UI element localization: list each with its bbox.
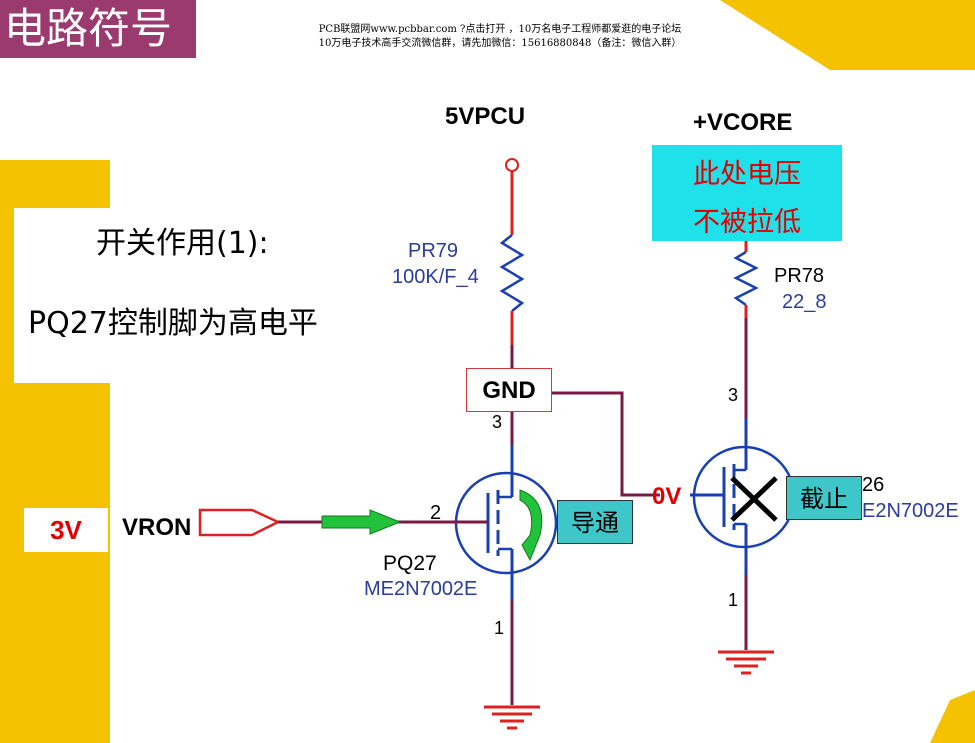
watermark-line-1: PCB联盟网www.pcbbar.com ?点击打开 ，10万名电子工程师都爱逛… (318, 24, 682, 35)
ground-symbol-left (484, 705, 540, 730)
watermark-line-2: 10万电子技术高手交流微信群，请先加微信：15616880848（备注：微信入群… (318, 38, 682, 49)
vron-net-connector (198, 508, 281, 537)
pin-3-label-left: 3 (492, 412, 503, 432)
state-tag-off: 截止 (786, 476, 862, 520)
vcore-note-line1: 此处电压 (693, 159, 801, 190)
mosfet-part-pq27: ME2N7002E (364, 578, 478, 600)
mosfet-part-right: E2N7002E (862, 500, 959, 522)
pin-2-label-left: 2 (430, 502, 442, 524)
input-net-label-vron: VRON (122, 514, 192, 541)
mosfet-ref-right: 26 (862, 474, 885, 496)
gnd-label-box: GND (466, 368, 552, 412)
page-title: 电路符号 (0, 0, 196, 58)
supply-label-5vpcu: 5VPCU (445, 103, 526, 130)
explanation-description: PQ27控制脚为高电平 (28, 306, 318, 341)
signal-arrow-green (321, 509, 402, 535)
cutoff-cross-icon (730, 476, 778, 522)
mosfet-ref-pq27: PQ27 (383, 552, 437, 575)
yellow-corner-bottom-right (930, 690, 975, 743)
input-voltage-label: 3V (24, 508, 108, 552)
explanation-heading: 开关作用(1): (96, 226, 269, 261)
vcore-note-box (652, 145, 842, 241)
pin-1-label-left: 1 (494, 618, 505, 638)
resistor-pr79 (499, 234, 525, 312)
supply-label-vcore: +VCORE (693, 109, 793, 136)
state-tag-on: 导通 (557, 500, 633, 544)
supply-terminal-5vpcu (505, 158, 519, 172)
gate-voltage-label: 0V (652, 483, 682, 510)
conduction-arrow (519, 489, 543, 562)
resistor-ref-pr79: PR79 (408, 240, 459, 262)
resistor-pr78 (733, 250, 759, 307)
pin-1-label-right: 1 (728, 590, 739, 610)
vcore-note-line2: 不被拉低 (693, 207, 801, 238)
yellow-band-top-right (720, 0, 975, 70)
resistor-value-pr79: 100K/F_4 (392, 266, 479, 288)
pin-3-label-right: 3 (728, 385, 739, 405)
resistor-ref-pr78: PR78 (774, 265, 825, 287)
explanation-panel (14, 208, 394, 383)
ground-symbol-right (718, 650, 774, 675)
resistor-value-pr78: 22_8 (782, 291, 827, 313)
mosfet-right-body (692, 445, 796, 549)
wire-drain-to-right-gate (552, 391, 660, 497)
